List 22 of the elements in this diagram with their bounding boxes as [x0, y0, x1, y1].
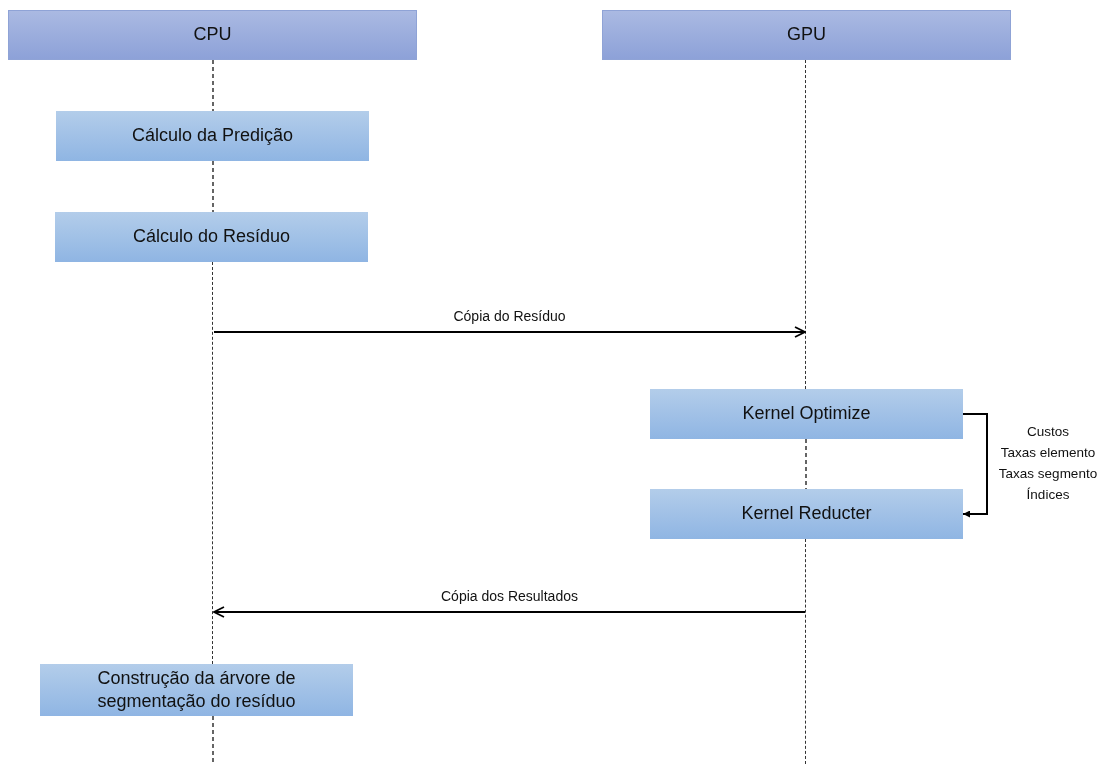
- data-item-label: Taxas segmento: [998, 466, 1098, 481]
- lifeline-segment: [805, 438, 807, 490]
- lane-header: GPU: [602, 10, 1011, 60]
- lifeline: [805, 539, 807, 764]
- lifeline: [212, 262, 214, 664]
- lifeline-segment: [212, 715, 214, 764]
- data-item-label: Taxas elemento: [1000, 445, 1096, 460]
- process-box: Kernel Reducter: [650, 489, 963, 539]
- data-item-label: Índices: [1026, 487, 1070, 502]
- arrow: [962, 413, 988, 518]
- data-item-label: Custos: [1027, 424, 1069, 439]
- lifeline-segment: [212, 59, 214, 112]
- arrow: [213, 326, 806, 338]
- edge-label: Cópia dos Resultados: [438, 588, 581, 604]
- lane-header: CPU: [8, 10, 417, 60]
- process-box: Cálculo do Resíduo: [55, 212, 368, 262]
- arrow: [213, 606, 806, 618]
- process-box: Cálculo da Predição: [56, 111, 369, 161]
- process-box: Kernel Optimize: [650, 389, 963, 439]
- process-box: Construção da árvore de segmentação do resíduo: [40, 664, 353, 716]
- lifeline: [805, 60, 807, 389]
- lifeline-segment: [212, 160, 214, 213]
